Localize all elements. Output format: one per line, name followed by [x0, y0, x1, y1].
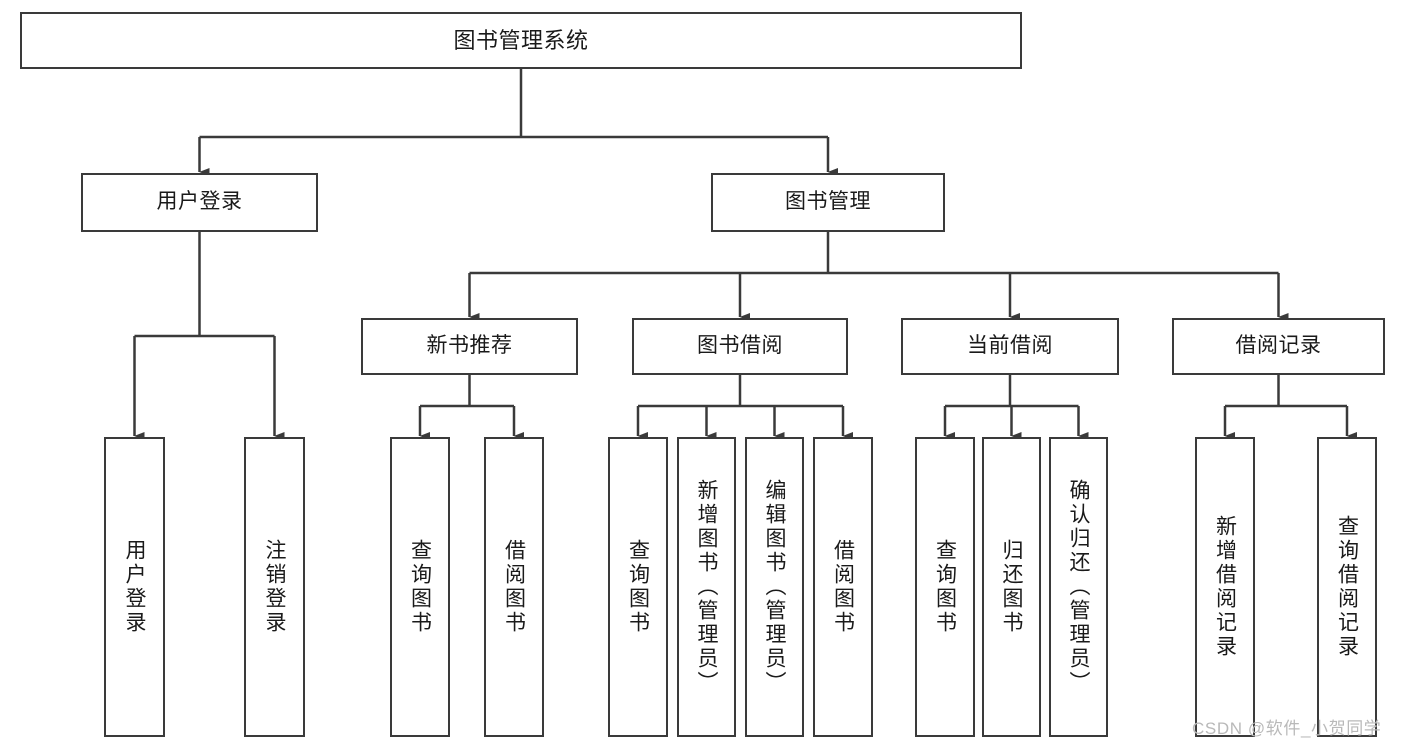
node-leaf-borrow-book-2: 借阅图书 [813, 437, 873, 737]
node-current-borrow: 当前借阅 [901, 318, 1119, 375]
node-book-borrow: 图书借阅 [632, 318, 848, 375]
node-label: 查询图书 [933, 539, 957, 635]
node-label: 用户登录 [156, 190, 243, 214]
node-label: 图书管理系统 [453, 27, 589, 53]
node-leaf-return-book: 归还图书 [982, 437, 1041, 737]
node-leaf-logout: 注销登录 [244, 437, 305, 737]
node-label: 注销登录 [263, 539, 286, 635]
node-label: 确认归还（管理员） [1067, 479, 1090, 695]
node-leaf-query-book-1: 查询图书 [390, 437, 450, 737]
edges-group [133, 69, 1358, 441]
node-label: 图书借阅 [697, 334, 783, 358]
node-label: 新书推荐 [426, 334, 513, 358]
node-leaf-add-record: 新增借阅记录 [1195, 437, 1255, 737]
node-root: 图书管理系统 [20, 12, 1022, 69]
node-label: 编辑图书（管理员） [763, 479, 786, 695]
node-label: 借阅图书 [831, 539, 855, 635]
node-leaf-borrow-book-1: 借阅图书 [484, 437, 544, 737]
node-label: 查询借阅记录 [1335, 515, 1359, 659]
node-book-manage: 图书管理 [711, 173, 945, 232]
node-label: 当前借阅 [967, 334, 1053, 358]
node-leaf-query-book-3: 查询图书 [915, 437, 975, 737]
node-label: 查询图书 [408, 539, 432, 635]
node-leaf-confirm-return: 确认归还（管理员） [1049, 437, 1108, 737]
node-leaf-query-book-2: 查询图书 [608, 437, 668, 737]
node-new-book-rec: 新书推荐 [361, 318, 578, 375]
node-borrow-record: 借阅记录 [1172, 318, 1385, 375]
node-label: 归还图书 [1000, 539, 1023, 635]
node-label: 新增图书（管理员） [695, 479, 718, 695]
node-leaf-query-record: 查询借阅记录 [1317, 437, 1377, 737]
node-label: 图书管理 [785, 190, 871, 214]
node-leaf-add-book: 新增图书（管理员） [677, 437, 736, 737]
node-label: 用户登录 [123, 539, 146, 635]
node-leaf-user-login: 用户登录 [104, 437, 165, 737]
node-label: 查询图书 [626, 539, 650, 635]
node-label: 借阅记录 [1235, 334, 1322, 358]
node-leaf-edit-book: 编辑图书（管理员） [745, 437, 804, 737]
node-user-login: 用户登录 [81, 173, 318, 232]
node-label: 借阅图书 [502, 539, 526, 635]
csdn-watermark: CSDN @软件_小贺同学 [1192, 719, 1382, 738]
node-label: 新增借阅记录 [1213, 515, 1237, 659]
